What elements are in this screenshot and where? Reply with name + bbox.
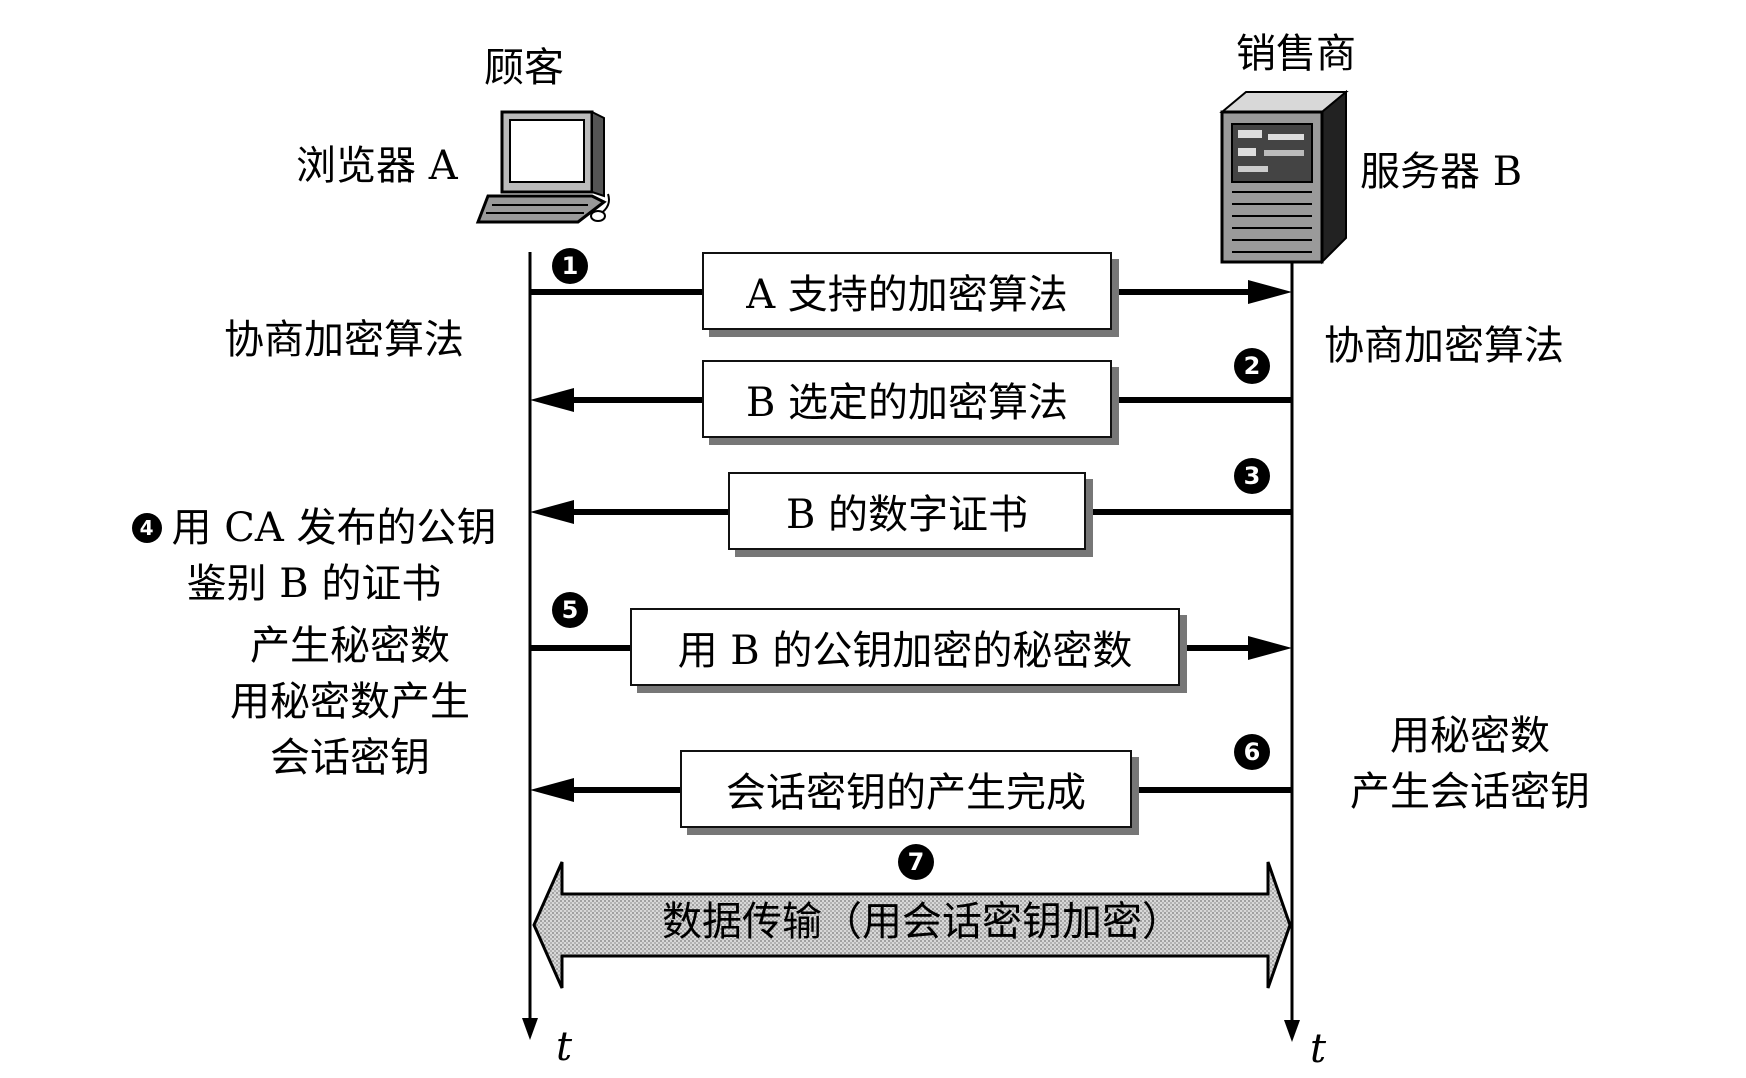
client-role-label: 顾客 [484,45,564,91]
server-time-label: t [1310,1026,1327,1072]
client-name-label: 浏览器 A [296,143,458,189]
step-2-badge: 2 [1234,348,1270,384]
left-negotiate-label: 协商加密算法 [224,317,464,363]
message-step-1: A 支持的加密算法 [702,252,1112,330]
server-timeline [1284,262,1300,1042]
computer-icon [475,110,610,224]
left-generate-block: 产生秘密数 用秘密数产生 会话密钥 [200,618,500,786]
right-generate-block: 用秘密数 产生会话密钥 [1320,708,1620,820]
step-4-badge: 4 [131,513,162,543]
left-generate-line-2: 用秘密数产生 [230,679,470,725]
left-verify-line-1: 用 CA 发布的公钥 [171,505,497,551]
right-generate-line-1: 用秘密数 [1390,713,1550,759]
step-7-badge: 7 [898,844,934,880]
server-role-label: 销售商 [1236,31,1356,77]
left-verify-block: 4 用 CA 发布的公钥 鉴别 B 的证书 [104,500,524,612]
message-step-5: 用 B 的公钥加密的秘密数 [630,608,1180,686]
step-5-badge: 5 [552,592,588,628]
client-timeline [522,252,538,1040]
step-6-badge: 6 [1234,734,1270,770]
left-verify-line-2: 鉴别 B 的证书 [186,561,442,607]
data-transfer-label: 数据传输（用会话密钥加密） [662,899,1182,945]
data-transfer-double-arrow [532,861,1292,989]
server-icon [1219,89,1349,265]
server-name-label: 服务器 B [1360,149,1523,195]
step-3-badge: 3 [1234,458,1270,494]
message-step-6: 会话密钥的产生完成 [680,750,1132,828]
left-generate-line-1: 产生秘密数 [250,623,450,669]
right-generate-line-2: 产生会话密钥 [1350,769,1590,815]
client-time-label: t [556,1024,573,1070]
message-step-3: B 的数字证书 [728,472,1086,550]
step-1-badge: 1 [552,248,588,284]
right-negotiate-label: 协商加密算法 [1324,323,1564,369]
message-step-2: B 选定的加密算法 [702,360,1112,438]
left-generate-line-3: 会话密钥 [270,735,430,781]
